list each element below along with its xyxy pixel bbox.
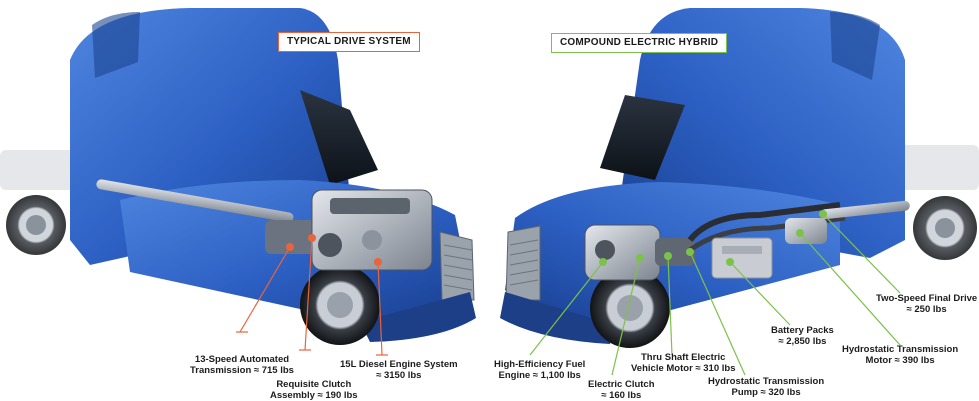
label-line: ≈ 3150 lbs bbox=[376, 370, 422, 381]
label-line: High-Efficiency Fuel bbox=[494, 359, 586, 370]
label-line: Two-Speed Final Drive bbox=[876, 293, 978, 304]
label-line: Motor ≈ 390 lbs bbox=[865, 355, 935, 366]
label-diesel-engine: 15L Diesel Engine System ≈ 3150 lbs bbox=[340, 359, 458, 381]
label-automated-transmission: 13-Speed Automated Transmission ≈ 715 lb… bbox=[190, 354, 294, 376]
left-driveshaft bbox=[96, 179, 294, 223]
label-line: Electric Clutch bbox=[588, 379, 655, 390]
label-line: Pump ≈ 320 lbs bbox=[731, 387, 801, 398]
compound-electric-hybrid-heading: COMPOUND ELECTRIC HYBRID bbox=[551, 33, 728, 53]
label-line: Vehicle Motor ≈ 310 lbs bbox=[631, 363, 736, 374]
label-battery-packs: Battery Packs ≈ 2,850 lbs bbox=[771, 325, 834, 347]
label-hydrostatic-motor: Hydrostatic Transmission Motor ≈ 390 lbs bbox=[842, 344, 958, 366]
right-windshield bbox=[600, 95, 685, 180]
label-line: 15L Diesel Engine System bbox=[340, 359, 458, 370]
label-electric-clutch: Electric Clutch ≈ 160 lbs bbox=[588, 379, 655, 401]
right-driveshaft bbox=[820, 200, 910, 220]
label-line: Thru Shaft Electric bbox=[641, 352, 726, 363]
label-line: Hydrostatic Transmission bbox=[708, 376, 825, 387]
hybrid-truck bbox=[500, 8, 979, 376]
label-fuel-engine: High-Efficiency Fuel Engine ≈ 1,100 lbs bbox=[494, 359, 585, 381]
label-line: Engine ≈ 1,100 lbs bbox=[498, 370, 581, 381]
label-thru-shaft-motor: Thru Shaft Electric Vehicle Motor ≈ 310 … bbox=[631, 352, 735, 374]
left-windshield bbox=[300, 90, 378, 185]
right-battery-packs bbox=[711, 237, 773, 279]
right-hydraulic-lines bbox=[687, 202, 841, 242]
label-line: ≈ 160 lbs bbox=[601, 390, 642, 401]
typical-drive-system-heading: TYPICAL DRIVE SYSTEM bbox=[278, 32, 420, 52]
label-line: Hydrostatic Transmission bbox=[842, 344, 959, 355]
label-requisite-clutch: Requisite Clutch Assembly ≈ 190 lbs bbox=[270, 379, 358, 401]
label-line: Battery Packs bbox=[771, 325, 834, 336]
label-line: Requisite Clutch bbox=[276, 379, 352, 390]
left-transmission bbox=[265, 220, 315, 254]
label-hydrostatic-pump: Hydrostatic Transmission Pump ≈ 320 lbs bbox=[708, 376, 824, 398]
right-hydrostatic-motor bbox=[785, 218, 827, 244]
label-line: 13-Speed Automated bbox=[194, 354, 290, 365]
label-line: Transmission ≈ 715 lbs bbox=[190, 365, 294, 376]
label-final-drive: Two-Speed Final Drive ≈ 250 lbs bbox=[876, 293, 977, 315]
conventional-truck bbox=[0, 8, 476, 356]
label-line: Assembly ≈ 190 lbs bbox=[270, 390, 358, 401]
label-line: ≈ 250 lbs bbox=[906, 304, 947, 315]
marker-ev-motor bbox=[664, 252, 672, 260]
right-ev-motor bbox=[655, 238, 695, 266]
label-line: ≈ 2,850 lbs bbox=[778, 336, 827, 347]
